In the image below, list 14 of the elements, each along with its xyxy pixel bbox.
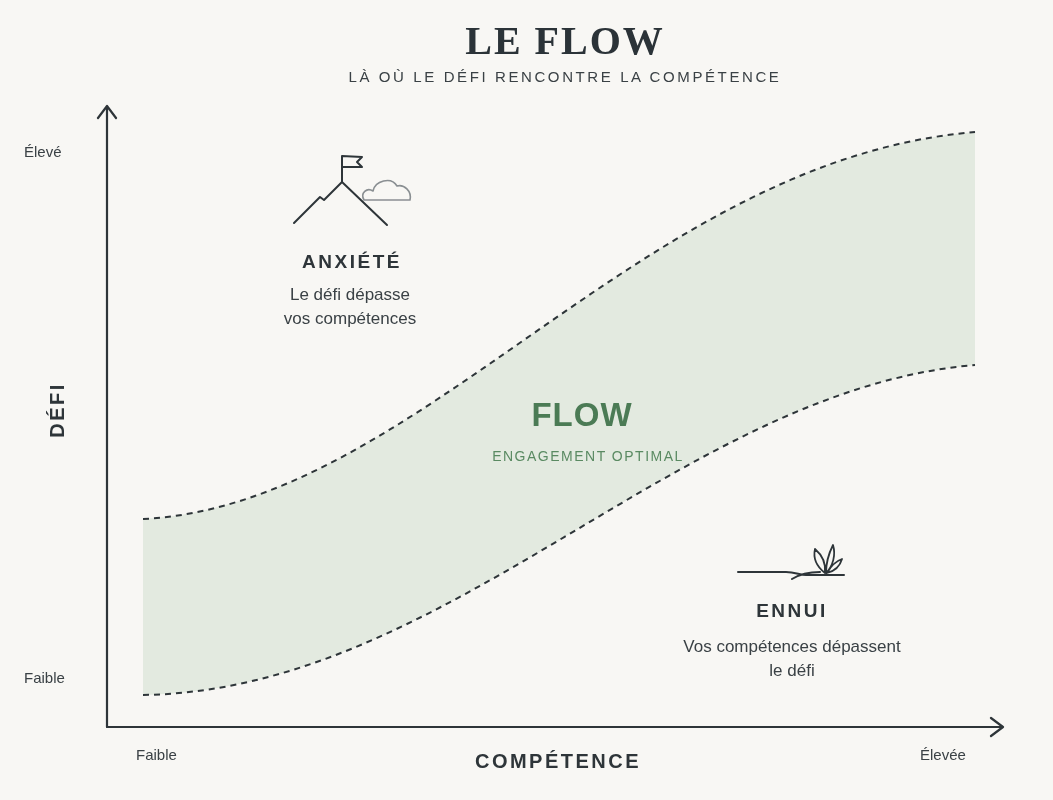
tick-label: Faible xyxy=(24,669,65,687)
axis-title: COMPÉTENCE xyxy=(473,751,643,771)
tick-label: Faible xyxy=(136,746,177,764)
title: LE FLOW xyxy=(464,18,666,64)
zone-description: Vos compétences dépassent le défi xyxy=(682,636,902,682)
zone-description: Le défi dépasse vos compétences xyxy=(282,284,418,330)
axis-title: DÉFI xyxy=(47,382,67,438)
subtitle: LÀ OÙ LE DÉFI RENCONTRE LA COMPÉTENCE xyxy=(347,68,783,86)
zone-title: ANXIÉTÉ xyxy=(301,251,403,273)
zone-subtitle: ENGAGEMENT OPTIMAL xyxy=(491,448,685,465)
tick-label: Élevée xyxy=(920,746,966,764)
tick-label: Élevé xyxy=(24,143,62,161)
zone-title: FLOW xyxy=(530,396,634,434)
zone-title: ENNUI xyxy=(755,600,829,622)
